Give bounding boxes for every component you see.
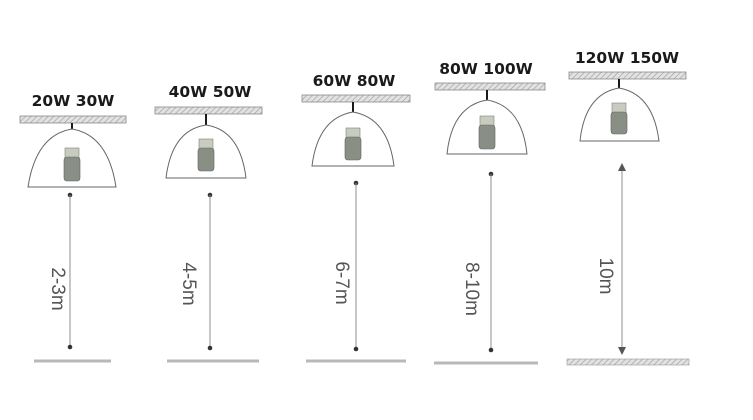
corn-bulb-icon xyxy=(344,136,362,161)
floor-line-icon xyxy=(566,358,690,366)
fixture-1: 20W 30W 2-3m xyxy=(19,92,127,363)
height-label-5: 10m xyxy=(595,258,616,295)
fixture-4: 80W 100W 8-10m xyxy=(434,60,546,365)
corn-bulb-base-icon xyxy=(64,147,80,159)
arrow-head-up-icon xyxy=(618,163,626,171)
corn-bulb-base-icon xyxy=(345,127,361,139)
corn-bulb-icon xyxy=(478,124,496,150)
height-end-dot xyxy=(488,347,494,353)
height-label-1: 2-3m xyxy=(47,267,68,310)
ceiling-mount-icon xyxy=(434,82,546,91)
ceiling-mount-icon xyxy=(568,71,687,80)
wattage-label-1: 20W 30W xyxy=(32,92,115,110)
corn-bulb-icon xyxy=(197,147,215,172)
fixture-2: 40W 50W 4-5m xyxy=(154,83,263,363)
wattage-label-4: 80W 100W xyxy=(439,60,533,78)
height-label-3: 6-7m xyxy=(331,261,352,304)
corn-bulb-base-icon xyxy=(479,115,495,127)
ceiling-mount-icon xyxy=(19,115,127,124)
height-label-2: 4-5m xyxy=(178,262,199,305)
wattage-label-3: 60W 80W xyxy=(313,72,396,90)
ceiling-mount-icon xyxy=(154,106,263,115)
corn-bulb-base-icon xyxy=(198,138,214,150)
wattage-label-2: 40W 50W xyxy=(169,83,252,101)
height-end-dot xyxy=(353,346,359,352)
fixture-3: 60W 80W 6-7m xyxy=(301,72,411,363)
fixture-5: 120W 150W 10m xyxy=(566,49,690,366)
ceiling-mount-icon xyxy=(301,94,411,103)
corn-bulb-base-icon xyxy=(611,102,627,114)
height-label-4: 8-10m xyxy=(461,262,482,316)
arrow-head-down-icon xyxy=(618,347,626,355)
height-end-dot xyxy=(207,345,213,351)
height-end-dot xyxy=(67,344,73,350)
corn-bulb-icon xyxy=(610,111,628,135)
wattage-label-5: 120W 150W xyxy=(575,49,679,67)
corn-bulb-icon xyxy=(63,156,81,182)
